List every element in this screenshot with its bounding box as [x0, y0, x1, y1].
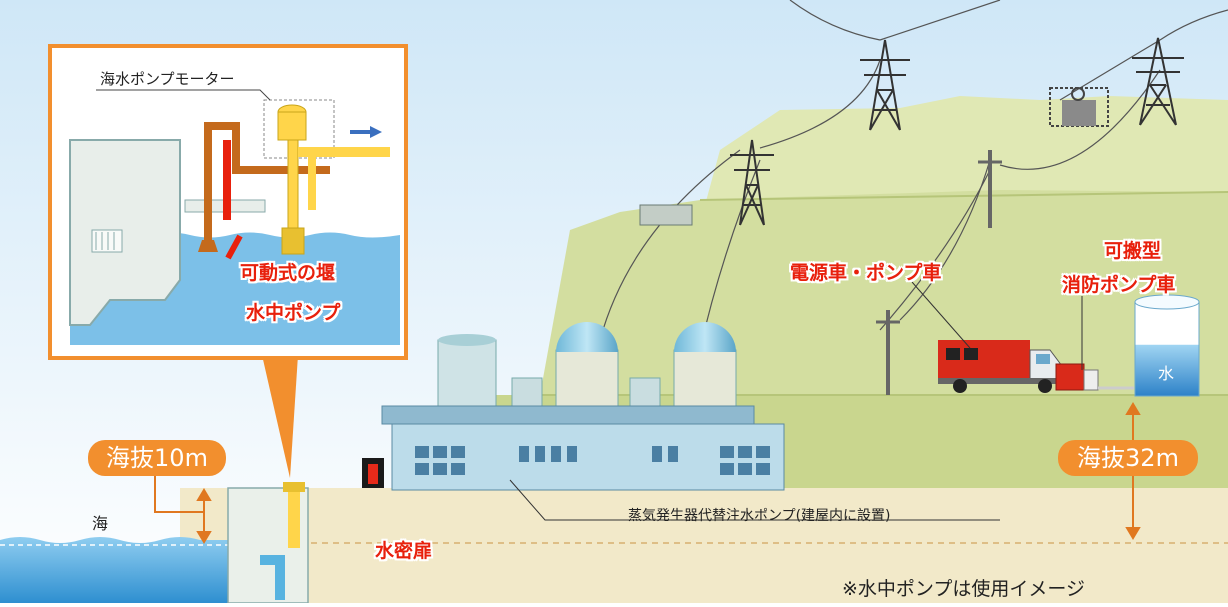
hill-box — [639, 204, 693, 226]
switchyard — [1049, 87, 1109, 127]
intake-structure — [227, 482, 309, 604]
sea-label: 海 — [92, 514, 109, 533]
power-lines — [599, 0, 1228, 351]
fire-pump-label-line1: 可搬型 — [1104, 240, 1162, 262]
electric-poles — [876, 150, 1002, 395]
submersible-pump-label: 水中ポンプ — [246, 302, 341, 324]
reactor-building — [381, 322, 785, 491]
inset-panel — [48, 44, 408, 478]
water-tank-label: 水 — [1158, 364, 1175, 383]
water-tank — [1134, 294, 1200, 397]
watertight-door — [362, 458, 384, 488]
altitude-low-badge: 海抜10m — [88, 440, 226, 476]
motor-label: 海水ポンプモーター — [100, 70, 235, 88]
sg-pump-label: 蒸気発生器代替注水ポンプ(建屋内に設置) — [628, 508, 891, 524]
portable-fire-pump — [1055, 363, 1134, 391]
sea — [0, 537, 232, 603]
fire-pump-label-line2: 消防ポンプ車 — [1062, 274, 1176, 296]
pylons — [730, 37, 1184, 226]
footnote: ※水中ポンプは使用イメージ — [842, 578, 1085, 600]
watertight-door-label: 水密扉 — [375, 540, 433, 562]
pump-truck — [938, 340, 1063, 393]
ground — [180, 488, 1228, 603]
altitude-arrows — [154, 402, 1141, 544]
weir-label: 可動式の堰 — [240, 262, 336, 284]
power-truck-label: 電源車・ポンプ車 — [790, 262, 942, 284]
altitude-high-badge: 海抜32m — [1058, 440, 1198, 476]
